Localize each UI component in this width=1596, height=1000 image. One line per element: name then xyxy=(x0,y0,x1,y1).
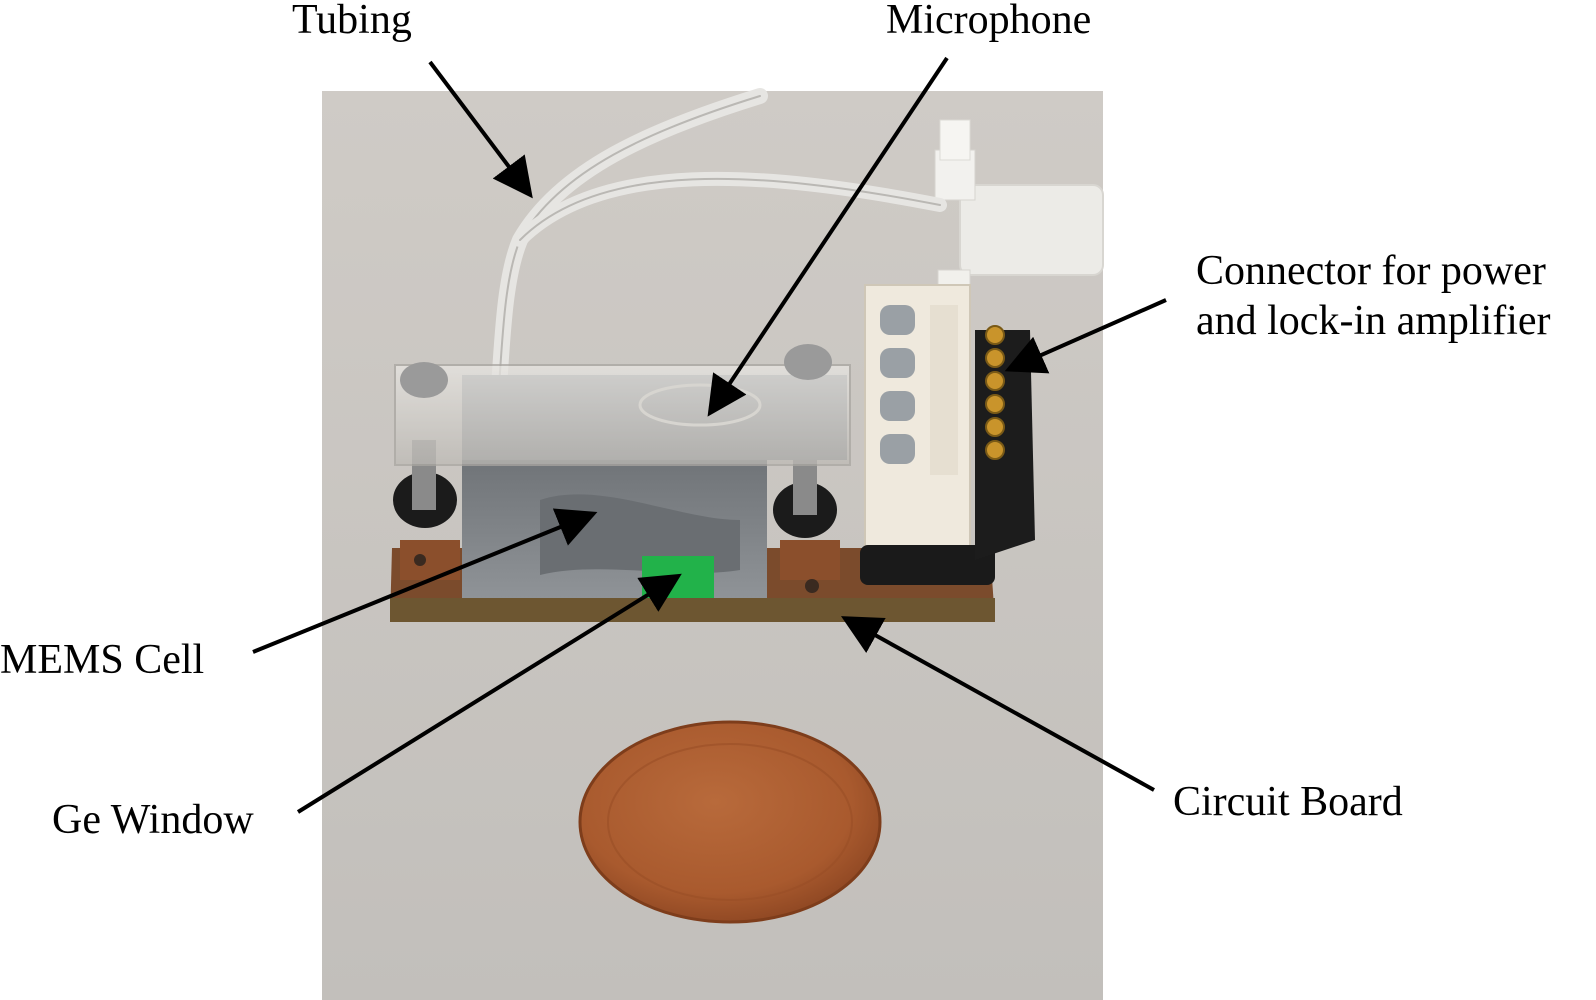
leader-arrows xyxy=(252,56,1167,814)
arrow-connector xyxy=(1004,298,1167,374)
arrow-microphone xyxy=(707,56,949,417)
acrylic-clamp xyxy=(394,344,851,466)
connector-block xyxy=(860,284,1035,585)
arrow-mems-cell xyxy=(252,508,598,654)
label-connector-line1: Connector for power xyxy=(1196,248,1546,294)
mounting-nuts xyxy=(393,440,837,538)
label-tubing: Tubing xyxy=(292,0,412,43)
penny xyxy=(578,720,882,924)
arrow-circuit-board xyxy=(841,616,1155,792)
label-ge-window: Ge Window xyxy=(52,797,254,843)
arrow-tubing xyxy=(428,60,533,199)
gold-pins xyxy=(985,325,1005,460)
label-connector: Connector for power and lock-in amplifie… xyxy=(1196,246,1596,346)
label-circuit-board: Circuit Board xyxy=(1173,779,1403,825)
arrow-ge-window xyxy=(296,573,682,814)
label-mems-cell: MEMS Cell xyxy=(0,637,205,683)
label-microphone: Microphone xyxy=(886,0,1092,43)
label-connector-line2: and lock-in amplifier xyxy=(1196,298,1551,344)
